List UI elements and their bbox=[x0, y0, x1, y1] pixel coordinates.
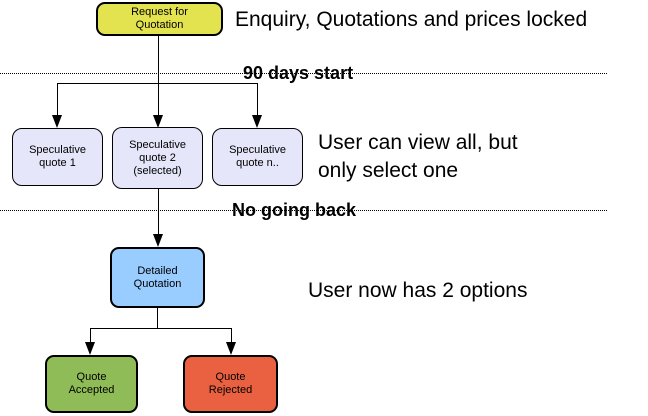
arrowhead-icon bbox=[85, 342, 95, 355]
node-label: Request for bbox=[131, 6, 188, 18]
node-speculative-quote-2-selected: Speculative quote 2 (selected) bbox=[112, 127, 203, 189]
arrowhead-icon bbox=[226, 342, 236, 355]
arrowhead-icon bbox=[252, 115, 262, 128]
node-request-for-quotation: Request for Quotation bbox=[96, 2, 223, 36]
node-quote-rejected: Quote Rejected bbox=[183, 355, 278, 413]
gate-label-no-going-back: No going back bbox=[232, 200, 357, 220]
node-speculative-quote-n: Speculative quote n.. bbox=[212, 128, 303, 186]
connector-drop-quoten bbox=[257, 83, 258, 116]
node-label: Speculative bbox=[29, 144, 86, 156]
node-quote-accepted: Quote Accepted bbox=[45, 355, 138, 413]
node-label: Quotation bbox=[135, 19, 184, 31]
node-label: quote 1 bbox=[39, 157, 76, 169]
node-label: Detailed bbox=[137, 264, 178, 277]
connector-drop-quote1 bbox=[57, 83, 58, 116]
connector-drop-accepted bbox=[90, 328, 91, 343]
node-speculative-quote-1: Speculative quote 1 bbox=[12, 128, 103, 186]
connector-drop-rejected bbox=[231, 328, 232, 343]
node-label: quote 2 bbox=[139, 151, 176, 164]
connector-request-down bbox=[158, 36, 159, 83]
arrowhead-icon bbox=[153, 234, 163, 247]
node-label: Quotation bbox=[133, 277, 182, 290]
connector-branch-bottom bbox=[90, 328, 232, 329]
connector-selected-down bbox=[158, 188, 159, 234]
node-label: quote n.. bbox=[236, 157, 279, 169]
phase-separator-line bbox=[0, 210, 607, 211]
node-label: (selected) bbox=[133, 164, 182, 177]
annotation-line: User can view all, but bbox=[318, 131, 518, 154]
node-label: Speculative bbox=[229, 144, 286, 156]
connector-detailed-down bbox=[157, 308, 158, 329]
arrowhead-icon bbox=[52, 115, 62, 128]
node-label: Accepted bbox=[68, 384, 115, 396]
node-label: Speculative bbox=[129, 138, 186, 151]
node-detailed-quotation: Detailed Quotation bbox=[110, 247, 205, 308]
annotation-enquiry-locked: Enquiry, Quotations and prices locked bbox=[235, 8, 588, 31]
node-label: Rejected bbox=[208, 384, 253, 396]
annotation-view-all: User can view all, but only select one bbox=[318, 129, 518, 185]
annotation-two-options: User now has 2 options bbox=[308, 279, 528, 302]
node-label: Quote bbox=[215, 371, 246, 383]
connector-branch-top bbox=[57, 83, 258, 84]
phase-separator-line bbox=[0, 73, 607, 74]
annotation-line: only select one bbox=[318, 159, 459, 182]
connector-drop-quote2 bbox=[158, 83, 159, 116]
gate-label-90-days-start: 90 days start bbox=[243, 63, 354, 83]
node-label: Quote bbox=[76, 371, 107, 383]
arrowhead-icon bbox=[153, 115, 163, 128]
